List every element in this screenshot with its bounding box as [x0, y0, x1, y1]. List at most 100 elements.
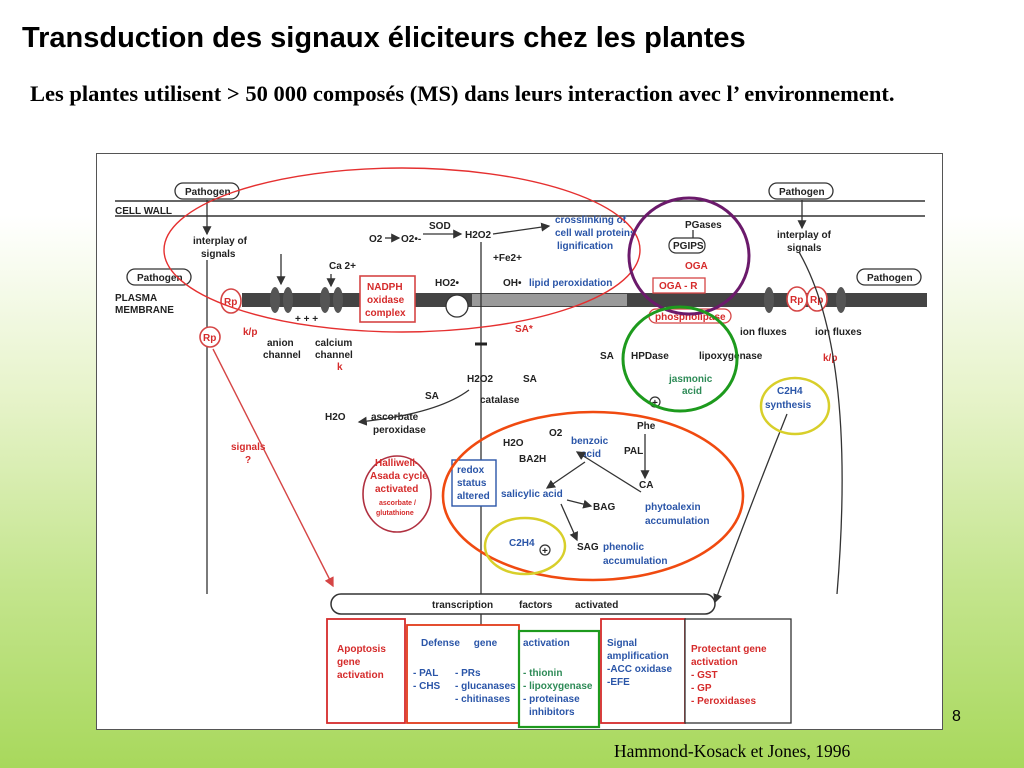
activation-item-4: inhibitors	[529, 707, 575, 718]
arrow-salicylic-sag	[560, 503, 578, 542]
activation-box	[517, 629, 601, 729]
pgips-box	[668, 237, 706, 254]
jasmonic-acid-label: acid	[682, 386, 702, 397]
k-label: k	[337, 362, 343, 373]
anion-channel-shape-1	[270, 287, 280, 313]
membrane-label: MEMBRANE	[115, 305, 174, 316]
defense-gene-title: Defense gene	[421, 638, 498, 649]
sag-label: SAG	[577, 542, 599, 553]
calcium-channel-shape-2	[333, 287, 343, 313]
benzoic-label: benzoic	[571, 436, 609, 447]
sa-star-label: SA*	[515, 324, 533, 335]
protectant-line-2: activation	[691, 657, 738, 668]
pathogen-label-right: Pathogen	[867, 273, 913, 284]
rp-label-left: Rp	[224, 297, 237, 308]
pathogen-label-top-left: Pathogen	[185, 187, 231, 198]
sod-label: SOD	[429, 221, 451, 232]
lignification-label: lignification	[557, 241, 613, 252]
kp-label-right: k/p	[823, 353, 837, 364]
apoptosis-box	[326, 618, 406, 724]
anion-channel-shape-2	[283, 287, 293, 313]
plus-signs: + + +	[295, 314, 318, 325]
c2h4-label-left: C2H4	[509, 538, 535, 549]
defense-right-3: - chitinases	[455, 694, 510, 705]
lipoxygenase-label: lipoxygenase	[699, 351, 763, 362]
signal-transduction-diagram: CELL WALL PLASMA MEMBRANE Pathogen Patho…	[96, 153, 943, 730]
signal-line-2: amplification	[607, 651, 669, 662]
protectant-line-5: - Peroxidases	[691, 696, 756, 707]
ba2h-label: BA2H	[519, 454, 546, 465]
complex-label: complex	[365, 308, 406, 319]
ca2-label: Ca 2+	[329, 261, 356, 272]
signal-line-3: -ACC oxidase	[607, 664, 672, 675]
bag-label: BAG	[593, 502, 615, 513]
phytoalexin-accumulation-label: accumulation	[645, 516, 709, 527]
membrane-pore	[445, 294, 469, 318]
pathogen-box-left	[126, 268, 192, 286]
apoptosis-line-3: activation	[337, 670, 384, 681]
arrow-ascorbate	[357, 389, 470, 426]
plus-jasmonic: +	[652, 398, 658, 409]
protectant-line-3: - GST	[691, 670, 718, 681]
slide-subtitle: Les plantes utilisent > 50 000 composés …	[30, 81, 895, 106]
rp-receptor-lower-left	[199, 326, 221, 348]
h2o2-label-top: H2O2	[465, 230, 492, 241]
anion-channel-label: channel	[263, 350, 301, 361]
pathogen-box-top-left	[174, 182, 240, 200]
factors-label: factors	[519, 600, 553, 611]
signals-question-label: signals	[231, 442, 266, 453]
line-right-interplay-down	[798, 251, 843, 595]
h2o-label-mid: H2O	[503, 438, 524, 449]
signal-line-1: Signal	[607, 638, 637, 649]
o2-label-mid: O2	[549, 428, 563, 439]
o2-radical-label: O2•-	[401, 234, 421, 245]
arrow-salicylic-bag	[566, 499, 593, 509]
oxidase-label: oxidase	[367, 295, 405, 306]
activated-label: activated	[375, 484, 418, 495]
cell-wall-label: CELL WALL	[115, 206, 172, 217]
fe2-label: +Fe2+	[493, 253, 522, 264]
calcium-channel-label: channel	[315, 350, 353, 361]
defense-left-2: - CHS	[413, 681, 441, 692]
ascorbate-small-label: ascorbate /	[379, 500, 416, 507]
activation-title: activation	[523, 638, 570, 649]
activation-item-3: - proteinase	[523, 694, 580, 705]
o2-label: O2	[369, 234, 383, 245]
kp-label-left: k/p	[243, 327, 257, 338]
oga-r-label: OGA - R	[659, 281, 698, 292]
highlight-orange-ellipse	[441, 410, 745, 582]
nadph-oxidase-box	[359, 275, 416, 323]
arrow-c2h4-transcription	[713, 413, 788, 604]
lipid-peroxidation-label: lipid peroxidation	[529, 278, 612, 289]
salicylic-acid-label: salicylic acid	[501, 489, 563, 500]
oga-r-box	[652, 277, 706, 294]
peroxidase-label: peroxidase	[373, 425, 426, 436]
nadph-label: NADPH	[367, 282, 403, 293]
rp-label-right-1: Rp	[790, 295, 803, 306]
h2o2-label-mid: H2O2	[467, 374, 494, 385]
pathogen-box-top-right	[768, 182, 834, 200]
interplay-label-right-2: signals	[787, 243, 822, 254]
defense-left-1: - PAL	[413, 668, 438, 679]
rp-receptor-left	[220, 288, 242, 314]
plus-circle-c2h4	[539, 544, 551, 556]
defense-gene-box	[406, 624, 520, 724]
c2h4-label-right: C2H4	[777, 386, 803, 397]
protectant-line-1: Protectant gene	[691, 644, 767, 655]
sa-label-mid: SA	[523, 374, 537, 385]
slide-number: 8	[952, 708, 961, 725]
ion-fluxes-label-1: ion fluxes	[740, 327, 787, 338]
status-label: status	[457, 478, 487, 489]
activation-item-1: - thionin	[523, 668, 562, 679]
hpdase-label: HPDase	[631, 351, 669, 362]
oga-label: OGA	[685, 261, 708, 272]
apoptosis-line-2: gene	[337, 657, 361, 668]
interplay-label-left-1: interplay of	[193, 236, 248, 247]
halliwell-asada-circle	[362, 455, 432, 533]
pathogen-box-right	[856, 268, 922, 286]
ca-label: CA	[639, 480, 653, 491]
oh-label: OH•	[503, 278, 522, 289]
interplay-label-left-2: signals	[201, 249, 236, 260]
ion-channel-right-2	[836, 287, 846, 313]
defense-right-2: - glucanases	[455, 681, 516, 692]
